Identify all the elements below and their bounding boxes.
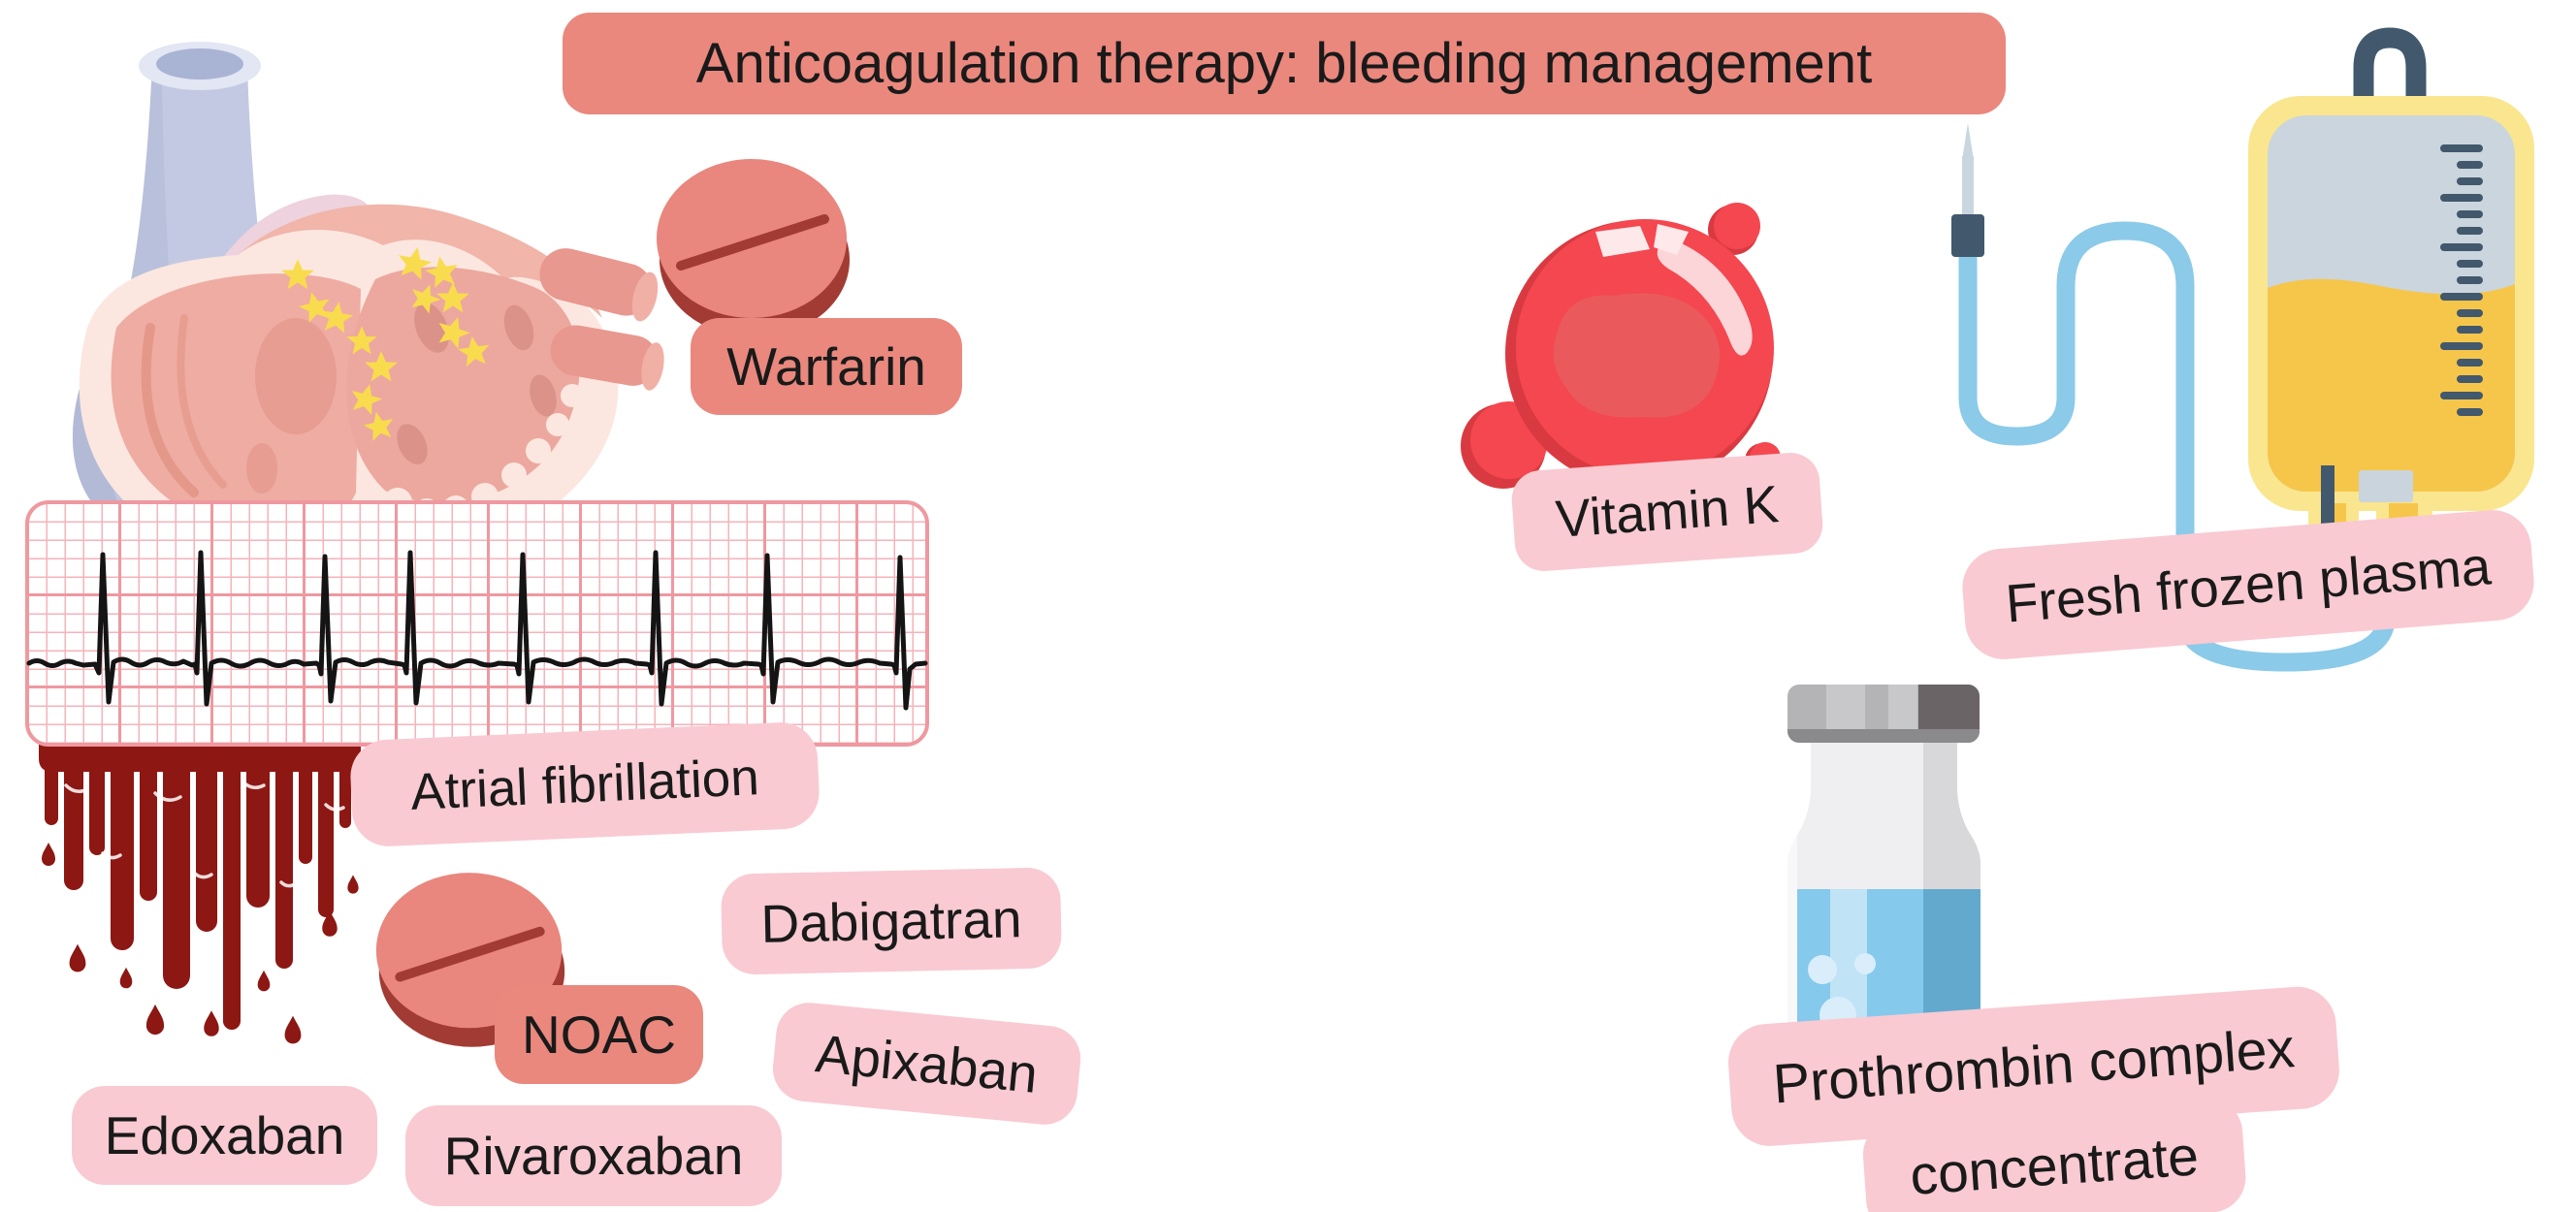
- iv-tubing: [1958, 221, 2396, 672]
- noac-label: NOAC: [495, 985, 703, 1084]
- pill-score-line: [395, 926, 545, 982]
- blood-drip-icon: [39, 735, 361, 1044]
- iv-set-icon: [1951, 27, 2534, 672]
- main-sphere: [1505, 219, 1774, 488]
- apixaban-label: Apixaban: [769, 1000, 1084, 1128]
- bag-hanger: [2353, 27, 2427, 106]
- pill-score-line: [676, 214, 829, 271]
- heart-right-vessels: [539, 248, 664, 391]
- page-title: Anticoagulation therapy: bleeding manage…: [563, 13, 2006, 114]
- ecg-strip: [25, 500, 929, 747]
- warfarin-label: Warfarin: [691, 318, 962, 415]
- plasma-bag: [2248, 96, 2534, 543]
- vial-cap: [1787, 685, 1980, 743]
- heart-vessel: [129, 42, 265, 291]
- edoxaban-label: Edoxaban: [72, 1086, 377, 1185]
- dabigatran-label: Dabigatran: [720, 867, 1063, 975]
- heart-illustration: [72, 42, 664, 565]
- warfarin-pill-icon: [657, 159, 850, 337]
- heart-outer-wall: [238, 204, 602, 318]
- vitamin-k-label: Vitamin K: [1509, 451, 1825, 573]
- iv-needle: [1951, 123, 1984, 257]
- blood-droplets: [42, 843, 359, 1044]
- rivaroxaban-label: Rivaroxaban: [405, 1105, 782, 1206]
- bag-scale-ticks: [2440, 144, 2483, 416]
- ecg-trace: [26, 550, 928, 711]
- bag-tube-connector: [2359, 470, 2413, 502]
- small-sphere-top-right: [1708, 203, 1760, 255]
- atrial-fibrillation-label: Atrial fibrillation: [348, 720, 821, 848]
